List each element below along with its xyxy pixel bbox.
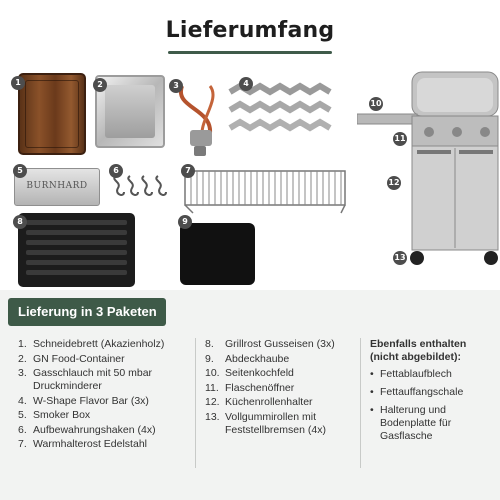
storage-hooks-image	[113, 175, 167, 196]
smoker-box-image: BURNHARD	[14, 168, 100, 206]
list-item: 3.Gasschlauch mit 50 mbar Druckminderer	[18, 367, 153, 392]
list-item: 7.Warmhalterost Edelstahl	[18, 438, 147, 450]
smoker-box-brand: BURNHARD	[26, 181, 88, 191]
badge-6: 6	[109, 164, 123, 178]
extras-column: Ebenfalls enthalten (nicht abgebildet): …	[370, 338, 495, 448]
list-item: Fettauffangschale	[370, 386, 495, 399]
badge-13: 13	[393, 251, 407, 265]
list-item: 9.Abdeckhaube	[205, 352, 290, 365]
list-item: 11.Flaschenöffner	[205, 381, 295, 394]
grill-cover-image	[180, 223, 255, 285]
delivery-list-column-1: 1.Schneidebrett (Akazienholz) 2.GN Food-…	[18, 338, 188, 453]
badge-12: 12	[387, 176, 401, 190]
gas-hose-image	[178, 85, 215, 156]
badge-10: 10	[369, 97, 383, 111]
list-item: 13.Vollgummirollen mit Feststellbremsen …	[205, 410, 326, 436]
warming-rack-image	[184, 170, 346, 214]
column-divider	[360, 338, 361, 468]
cutting-board-image	[18, 73, 86, 155]
grate-bar	[26, 240, 127, 245]
badge-8: 8	[13, 215, 27, 229]
grate-bar	[26, 230, 127, 235]
list-item: Halterung und Bodenplatte für Gasflasche	[370, 404, 495, 443]
flavor-bar-image	[228, 82, 332, 132]
grate-bar	[26, 250, 127, 255]
extras-heading: Ebenfalls enthalten (nicht abgebildet):	[370, 338, 467, 363]
grate-bar	[26, 270, 127, 275]
badge-9: 9	[178, 215, 192, 229]
list-item: 4.W-Shape Flavor Bar (3x)	[18, 394, 149, 407]
list-item: 12.Küchenrollenhalter	[205, 396, 313, 408]
extras-list: Fettablaufblech Fettauffangschale Halter…	[370, 368, 495, 443]
badge-11: 11	[393, 132, 407, 146]
gas-grill-image	[357, 71, 499, 265]
badge-2: 2	[93, 78, 107, 92]
list-item: 5.Smoker Box	[18, 409, 91, 421]
title-underline	[168, 51, 332, 54]
delivery-list-column-2: 8.Grillrost Gusseisen (3x) 9.Abdeckhaube…	[205, 338, 365, 438]
list-item: 1.Schneidebrett (Akazienholz)	[18, 338, 165, 350]
badge-3: 3	[169, 79, 183, 93]
list-item: 8.Grillrost Gusseisen (3x)	[205, 338, 335, 350]
badge-5: 5	[13, 164, 27, 178]
grate-bar	[26, 220, 127, 225]
badge-4: 4	[239, 77, 253, 91]
list-item: Fettablaufblech	[370, 368, 495, 381]
gn-container-image	[95, 75, 165, 148]
delivery-heading: Lieferung in 3 Paketen	[8, 298, 166, 326]
badge-1: 1	[11, 76, 25, 90]
cast-iron-grate-image	[18, 213, 135, 287]
list-item: 6.Aufbewahrungshaken (4x)	[18, 423, 156, 436]
grate-bar	[26, 260, 127, 265]
list-item: 2.GN Food-Container	[18, 352, 125, 365]
list-item: 10.Seitenkochfeld	[205, 367, 294, 379]
column-divider	[195, 338, 196, 468]
page-title: Lieferumfang	[165, 18, 335, 43]
badge-7: 7	[181, 164, 195, 178]
